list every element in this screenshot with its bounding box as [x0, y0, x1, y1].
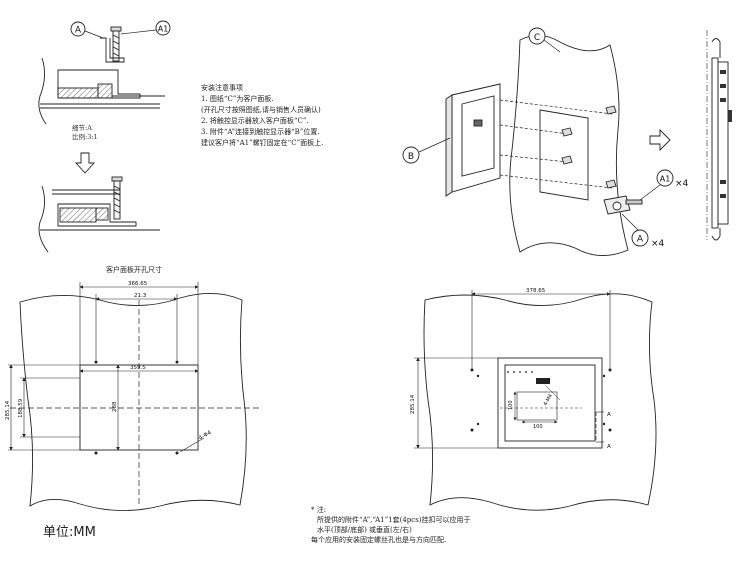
detail-a-top	[38, 26, 165, 125]
callout-a-bottom: A ×4	[621, 213, 665, 249]
callout-c: C	[528, 27, 561, 53]
panel-dim-inner-height: 100	[508, 400, 514, 410]
svg-text:×4: ×4	[675, 179, 689, 189]
cutout-dim-center-height: 288	[112, 401, 118, 412]
cutout-dim-left-outer: 285.14	[5, 400, 11, 420]
exploded-view	[445, 35, 643, 256]
cutout-title: 客户面板开孔尺寸	[106, 266, 162, 274]
bottom-note-heading: * 注:	[311, 506, 327, 514]
step-down-arrow	[74, 152, 96, 174]
svg-text:A: A	[75, 26, 82, 36]
svg-text:A: A	[637, 235, 644, 245]
cutout-dim-center-width: 359.5	[130, 365, 146, 371]
note-line: (开孔尺寸按照图纸,请与销售人员确认)	[201, 106, 321, 114]
panel-dim-left: 285.14	[410, 394, 416, 414]
note-line: 建议客户将“A1”螺钉固定在“C”面板上.	[201, 139, 324, 147]
bottom-note-line: 每个应用的安装固定螺丝孔也是与方向匹配.	[311, 536, 447, 544]
step-right-arrow	[649, 128, 671, 152]
unit-label: 单位:MM	[43, 525, 96, 540]
note-line: 2. 将触控显示器放入客户面板“C”.	[201, 117, 309, 125]
panel-front-view	[414, 290, 657, 511]
cutout-dim-top-outer: 366.65	[128, 281, 148, 287]
callout-b: B	[402, 137, 451, 164]
callout-a: A	[70, 21, 104, 39]
note-line: 3. 附件“A”连接到触控显示器“B”位置.	[201, 128, 320, 136]
side-view	[706, 30, 732, 241]
cutout-dim-top-inner: 21.3	[134, 293, 147, 299]
svg-text:C: C	[534, 33, 540, 43]
svg-text:A1: A1	[158, 25, 169, 34]
panel-dim-top: 378.65	[526, 288, 546, 294]
section-a-upper: A	[607, 412, 611, 418]
svg-text:A1: A1	[660, 175, 671, 184]
installation-notes: 安装注意事项 1. 图纸“C”为客户面板. (开孔尺寸按照图纸,请与销售人员确认…	[201, 83, 323, 149]
cutout-panel	[8, 282, 262, 511]
bottom-note-line: 所提供的附件“A”,“A1”1套(4pcs)挂扣可以应用于	[317, 516, 471, 524]
detail-caption-line: 细节:A	[72, 124, 92, 132]
svg-text:B: B	[408, 152, 414, 162]
callout-a1: A1	[120, 20, 171, 36]
panel-dim-inner-width: 100	[533, 424, 543, 430]
notes-title: 安装注意事项	[201, 84, 243, 92]
section-a-lower: A	[607, 444, 611, 450]
svg-text:×4: ×4	[651, 239, 665, 249]
cutout-dim-left-inner: 188.59	[18, 398, 24, 418]
detail-a-bottom	[38, 176, 160, 253]
callout-a1-right: A1 ×4	[639, 169, 689, 201]
panel-hole-note: 4-M4	[543, 393, 554, 407]
bottom-note: * 注: 所提供的附件“A”,“A1”1套(4pcs)挂扣可以应用于 水平(顶部…	[311, 505, 471, 545]
bottom-note-line: 水平(顶部/底部) 或垂直(左/右)	[317, 526, 412, 534]
detail-caption: 细节:A 比例:3:1	[72, 124, 98, 142]
note-line: 1. 图纸“C”为客户面板.	[201, 95, 274, 103]
detail-caption-line: 比例:3:1	[72, 133, 98, 141]
